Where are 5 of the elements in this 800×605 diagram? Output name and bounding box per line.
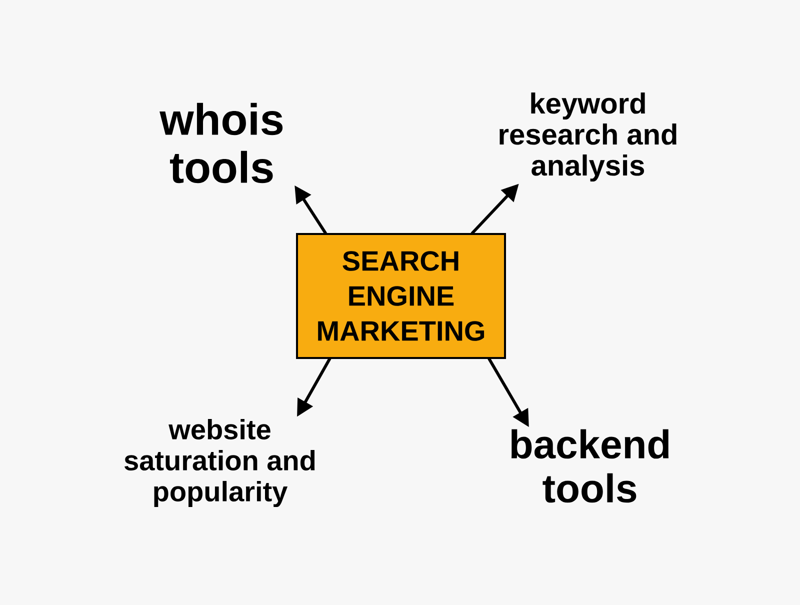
topic-label: backend tools	[512, 429, 668, 503]
topic-label: keyword research and analysis	[500, 92, 676, 182]
topic-label: whois tools	[160, 102, 283, 184]
topic-label: website saturation and popularity	[124, 418, 315, 508]
title-box: SEARCH ENGINE MARKETING	[296, 233, 506, 359]
